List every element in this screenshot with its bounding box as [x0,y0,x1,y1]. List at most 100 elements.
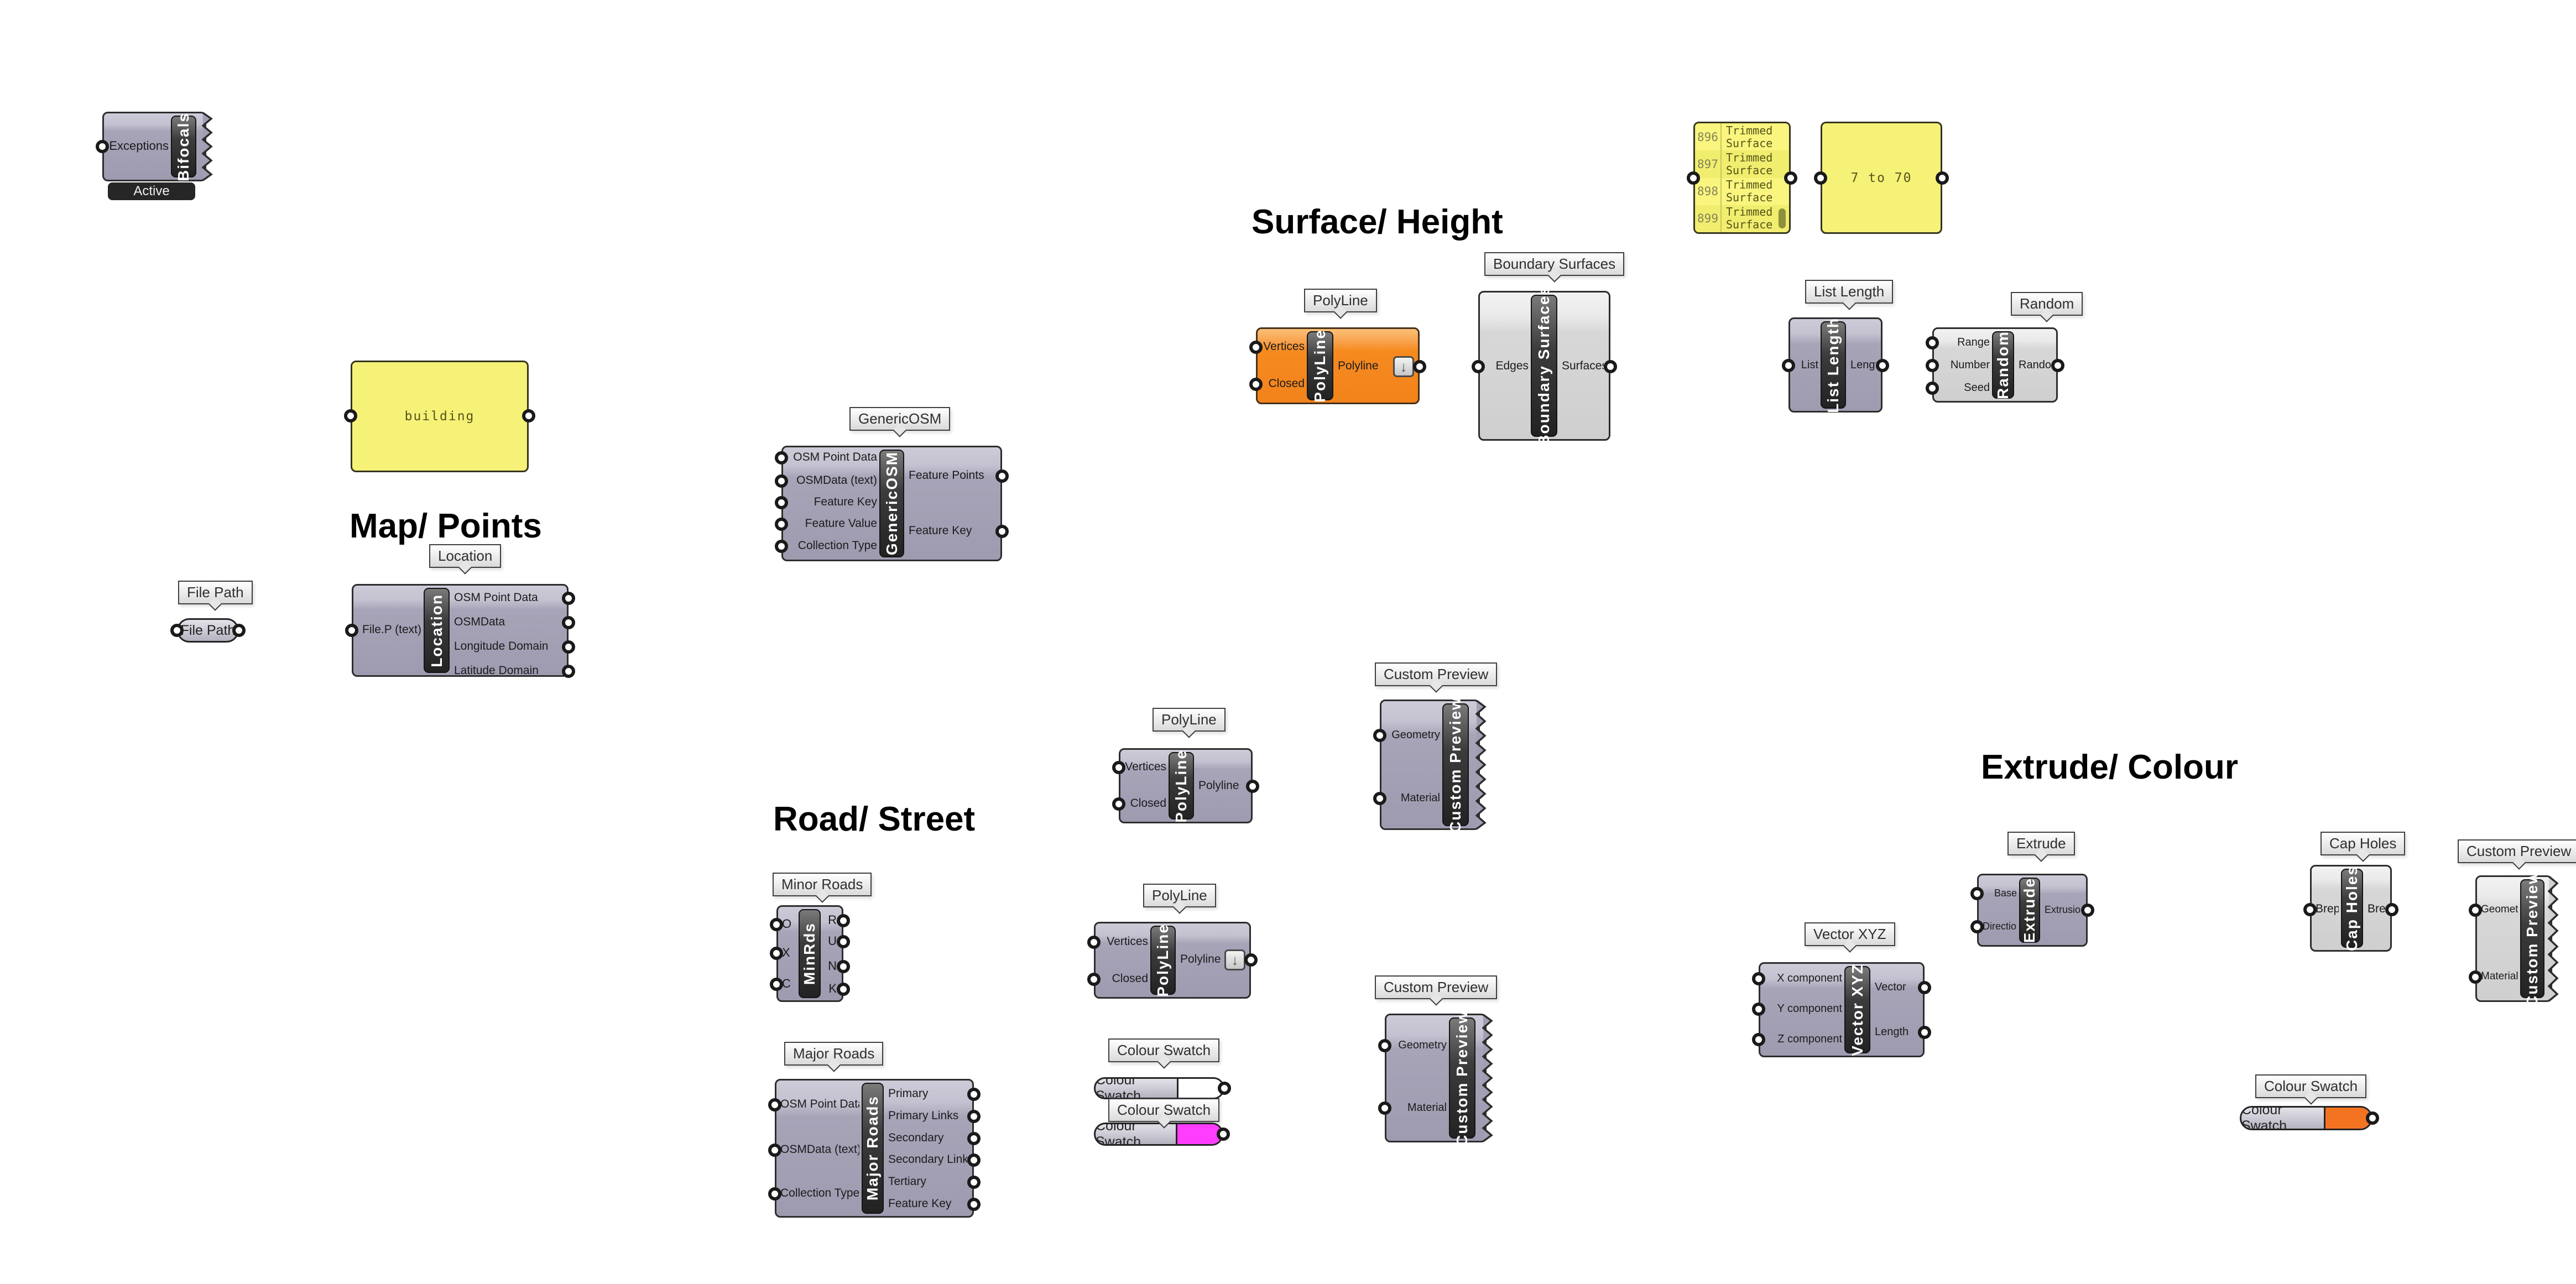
colour-swatch-orange-label: Colour Swatch [2241,1106,2287,1130]
vector-xyz-output-port-Vector[interactable] [1918,981,1931,994]
panel-trimmed-surfaces-input-port[interactable] [1687,171,1700,185]
file-path-input-port[interactable] [170,624,184,637]
colour-swatch-magenta-output-port[interactable] [1217,1128,1230,1141]
major-roads-input-port-OSMData (text)[interactable] [768,1144,781,1157]
polyline-road-2-download-arrow-button[interactable]: ↓ [1224,949,1245,970]
genericosm-input-port-OSMData (text)[interactable] [775,474,788,488]
colour-swatch-white-swatch[interactable] [1176,1079,1223,1098]
genericosm-output-port-Feature Key[interactable] [995,525,1009,538]
genericosm-output-label-Feature Key: Feature Key [909,524,972,537]
polyline-road-2-output-port-Polyline[interactable] [1244,953,1258,967]
panel-height-range[interactable]: 7 to 70 [1821,122,1942,234]
polyline-road-1-input-port-Vertices[interactable] [1112,761,1125,774]
genericosm-input-label-Collection Type: Collection Type [797,539,877,552]
custom-preview-right-input-port-Material[interactable] [2469,970,2482,984]
file-path-output-port[interactable] [232,624,246,637]
genericosm-input-port-Feature Key[interactable] [775,496,788,509]
genericosm-input-port-Collection Type[interactable] [775,540,788,553]
major-roads-input-port-OSM Point Data[interactable] [768,1098,781,1111]
extrude-output-port-Extrusion[interactable] [2081,904,2094,917]
vector-xyz-input-port-Z component[interactable] [1752,1033,1765,1046]
polyline-surface-output-port-Polyline[interactable] [1413,360,1426,373]
panel-building-input-port[interactable] [344,409,357,422]
major-roads-output-port-Tertiary[interactable] [967,1176,981,1189]
cap-holes-output-port-Brep[interactable] [2385,903,2398,916]
component-location[interactable] [352,584,569,677]
panel-building-output-port[interactable] [522,409,535,422]
minrds-output-port-U[interactable] [837,935,850,948]
minrds-input-port-O[interactable] [770,918,783,931]
list-length-output-port-Length[interactable] [1876,359,1889,372]
custom-preview-right-input-port-Geometry[interactable] [2469,904,2482,917]
colour-swatch-orange[interactable]: Colour Swatch [2240,1106,2372,1130]
major-roads-output-label-Secondary Links: Secondary Links [888,1152,967,1166]
major-roads-output-port-Primary[interactable] [967,1088,981,1101]
boundary-surfaces-output-port-Surfaces[interactable] [1604,360,1617,373]
major-roads-output-port-Primary Links[interactable] [967,1110,981,1123]
random-input-port-Seed[interactable] [1926,382,1939,395]
minrds-output-port-N[interactable] [837,960,850,973]
colour-swatch-magenta[interactable]: Colour Swatch [1094,1123,1223,1146]
location-output-port-Longitude Domain[interactable] [562,640,575,654]
minrds-output-port-R[interactable] [837,914,850,927]
polyline-road-1-input-port-Closed[interactable] [1112,797,1125,811]
polyline-road-1-output-port-Polyline[interactable] [1246,780,1259,793]
polyline-surface-input-port-Vertices[interactable] [1249,341,1263,354]
colour-swatch-orange-output-port[interactable] [2366,1111,2379,1125]
component-polyline-surface[interactable] [1256,327,1420,404]
boundary-surfaces-input-port-Edges[interactable] [1472,360,1485,373]
tag-random: Random [2011,292,2083,322]
location-output-port-OSMData[interactable] [562,616,575,629]
panel-height-range-output-port[interactable] [1936,171,1949,185]
component-vector-xyz[interactable] [1759,962,1925,1057]
panel-trimmed-surfaces-rowtext-896: Trimmed Surface [1726,123,1773,150]
major-roads-output-port-Secondary Links[interactable] [967,1153,981,1167]
custom-preview-bottom-input-port-Material[interactable] [1378,1102,1391,1115]
minrds-input-port-X[interactable] [770,947,783,960]
genericosm-input-port-OSM Point Data[interactable] [775,451,788,464]
file-path[interactable]: File Path [177,618,239,643]
colour-swatch-orange-swatch[interactable] [2324,1108,2371,1129]
genericosm-input-port-Feature Value[interactable] [775,518,788,531]
random-output-port-Random[interactable] [2051,359,2064,372]
major-roads-output-port-Feature Key[interactable] [967,1198,981,1211]
list-length-output-label-Length: Length [1850,358,1876,371]
location-input-port-File.P (text)[interactable] [345,624,358,637]
minrds-output-port-K[interactable] [837,983,850,996]
custom-preview-top-input-port-Geometry[interactable] [1373,729,1386,742]
polyline-road-2-input-port-Vertices[interactable] [1087,936,1101,949]
random-input-port-Range[interactable] [1926,336,1939,349]
panel-trimmed-surfaces-output-port[interactable] [1784,171,1797,185]
polyline-surface-input-port-Closed[interactable] [1249,378,1263,391]
extrude-input-port-Direction[interactable] [1970,920,1984,933]
genericosm-output-port-Feature Points[interactable] [995,469,1009,483]
panel-building[interactable]: building [351,361,529,472]
list-length-input-port-List[interactable] [1782,359,1795,372]
major-roads-input-port-Collection Type[interactable] [768,1187,781,1201]
major-roads-output-port-Secondary[interactable] [967,1132,981,1145]
vector-xyz-output-port-Length[interactable] [1918,1026,1931,1039]
colour-swatch-magenta-swatch[interactable] [1176,1124,1222,1144]
vector-xyz-input-port-X component[interactable] [1752,972,1765,985]
polyline-surface-download-arrow-button[interactable]: ↓ [1393,356,1414,377]
custom-preview-bottom-input-port-Geometry[interactable] [1378,1039,1391,1052]
panel-trimmed-surfaces-scroll-nub[interactable] [1779,208,1786,228]
cap-holes-input-port-Brep[interactable] [2303,903,2317,916]
location-output-port-Latitude Domain[interactable] [562,665,575,678]
custom-preview-top-input-port-Material[interactable] [1373,792,1386,805]
panel-height-range-input-port[interactable] [1814,171,1827,185]
polyline-road-2-input-port-Closed[interactable] [1087,973,1101,986]
colour-swatch-white[interactable]: Colour Swatch [1094,1077,1224,1099]
random-input-port-Number[interactable] [1926,359,1939,372]
tag-custom-preview-right: Custom Preview [2458,839,2576,870]
colour-swatch-white-output-port[interactable] [1218,1082,1231,1095]
vector-xyz-input-port-Y component[interactable] [1752,1003,1765,1016]
minrds-input-port-C[interactable] [770,978,783,991]
location-output-port-OSM Point Data[interactable] [562,592,575,605]
extrude-input-port-Base[interactable] [1970,887,1984,900]
major-roads-output-label-Tertiary: Tertiary [888,1175,926,1188]
bifocals-input-port-Exceptions[interactable] [96,140,109,153]
